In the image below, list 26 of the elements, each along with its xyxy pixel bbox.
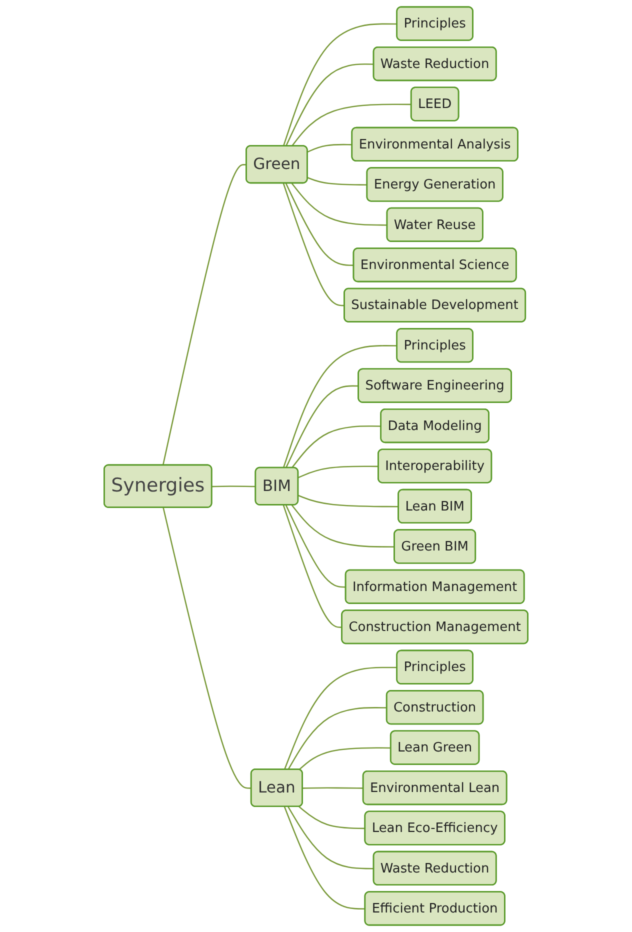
connector bbox=[291, 182, 388, 226]
connector bbox=[298, 494, 399, 508]
connector bbox=[291, 504, 395, 548]
connector bbox=[285, 504, 346, 588]
connector bbox=[212, 486, 256, 488]
connector bbox=[291, 104, 412, 147]
connector bbox=[285, 64, 374, 146]
connector bbox=[284, 666, 398, 770]
connector bbox=[298, 747, 392, 770]
connector bbox=[291, 425, 382, 468]
connector bbox=[285, 183, 354, 266]
connector bbox=[282, 23, 398, 146]
connector bbox=[282, 504, 342, 628]
connector bbox=[284, 806, 366, 910]
connector bbox=[288, 707, 388, 770]
connector bbox=[282, 345, 398, 468]
connector bbox=[282, 183, 345, 306]
connector bbox=[162, 508, 252, 789]
connector bbox=[288, 806, 374, 870]
connector bbox=[162, 164, 247, 466]
connector bbox=[285, 385, 359, 468]
connector bbox=[307, 177, 368, 186]
connector bbox=[298, 466, 379, 478]
connector bbox=[307, 144, 352, 153]
connector bbox=[298, 806, 366, 830]
connector bbox=[302, 787, 364, 789]
